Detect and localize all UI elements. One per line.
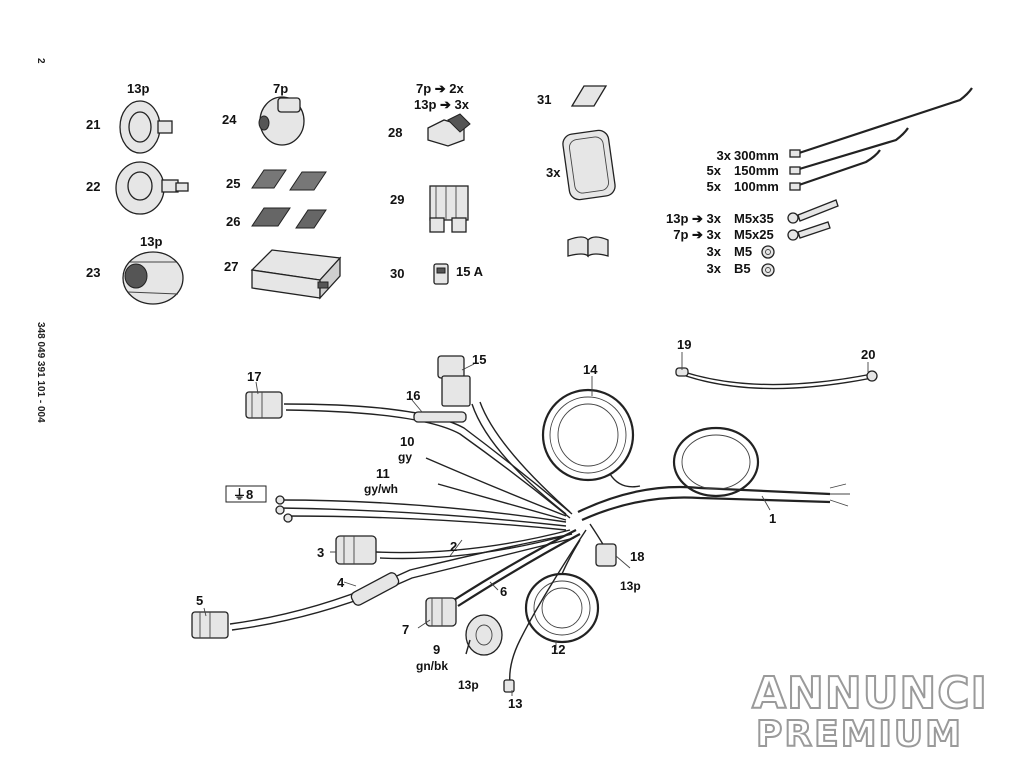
label-10-color: gy (398, 450, 412, 464)
hardware-spec: 300mm (734, 148, 779, 163)
hardware-qty: 7p ➔ 3x (673, 227, 722, 242)
sleeve-16 (413, 411, 467, 423)
hardware-spec: M5 (734, 244, 752, 259)
watermark-line-1: ANNUNCI (752, 668, 988, 719)
label-7: 7 (402, 622, 409, 637)
svg-text:⏚: ⏚ (233, 487, 246, 502)
document-number: 348 049 391 101 - 004 (35, 322, 46, 423)
label-22: 22 (86, 179, 100, 194)
connector-18 (595, 543, 617, 567)
connector-15 (437, 355, 471, 407)
hardware-spec: M5x35 (734, 211, 774, 226)
control-module-27 (250, 249, 342, 300)
label-21-type: 13p (127, 81, 149, 96)
label-28: 28 (388, 125, 402, 140)
hardware-qty: 3x (717, 148, 732, 163)
label-29: 29 (390, 192, 404, 207)
label-9-type: 13p (458, 678, 479, 692)
label-9-color: gn/bk (416, 659, 448, 673)
socket-21 (119, 100, 173, 154)
hardware-list: 3x 300mm 5x 150mm 5x 100mm 13p ➔ 3x M5x3… (666, 148, 779, 276)
label-24-type: 7p (273, 81, 288, 96)
label-11-color: gy/wh (364, 482, 398, 496)
hardware-qty: 5x (707, 163, 722, 178)
label-20: 20 (861, 347, 875, 362)
label-8: 8 (246, 487, 253, 502)
connector-5 (191, 611, 229, 639)
connector-3 (335, 535, 377, 565)
leader-lines (203, 352, 869, 696)
label-8-group: ⏚ 8 (225, 485, 267, 503)
label-2: 2 (450, 539, 457, 554)
hardware-qty: 5x (707, 179, 722, 194)
label-24: 24 (222, 112, 237, 127)
adhesive-pad (562, 129, 616, 201)
label-19: 19 (677, 337, 691, 352)
wiring-harness (191, 355, 878, 693)
label-sticker-31 (570, 85, 608, 107)
hardware-spec: M5x25 (734, 227, 774, 242)
hardware-qty: 13p ➔ 3x (666, 211, 722, 226)
gasket-26 (251, 207, 327, 229)
pad-quantity: 3x (546, 165, 561, 180)
terminal-13 (503, 679, 515, 693)
label-23-type: 13p (140, 234, 162, 249)
hardware-spec: 100mm (734, 179, 779, 194)
label-30-rating: 15 A (456, 264, 484, 279)
label-4: 4 (337, 575, 345, 590)
connector-17 (245, 391, 283, 419)
label-5: 5 (196, 593, 203, 608)
hardware-spec: B5 (734, 261, 751, 276)
label-28-line2: 13p ➔ 3x (414, 97, 470, 112)
ground-wire-19-20 (675, 367, 878, 390)
screws (787, 199, 839, 241)
label-31: 31 (537, 92, 551, 107)
label-21: 21 (86, 117, 100, 132)
manual-book-icon (567, 236, 609, 258)
label-1: 1 (769, 511, 776, 526)
nut-and-washer (761, 245, 775, 277)
sleeve-4 (350, 572, 400, 606)
label-17: 17 (247, 369, 261, 384)
label-11: 11 (376, 466, 390, 481)
connector-7 (425, 597, 457, 627)
label-15: 15 (472, 352, 486, 367)
page-number: 2 (35, 58, 46, 64)
label-23: 23 (86, 265, 100, 280)
label-26: 26 (226, 214, 240, 229)
label-16: 16 (406, 388, 420, 403)
label-30: 30 (390, 266, 404, 281)
label-25: 25 (226, 176, 240, 191)
relay-holder-29 (429, 185, 469, 233)
gasket-25 (251, 169, 327, 191)
watermark-line-2: PREMIUM (756, 714, 963, 755)
fuse-30 (433, 263, 449, 285)
label-12: 12 (551, 642, 565, 657)
label-9: 9 (433, 642, 440, 657)
hardware-qty: 3x (707, 261, 722, 276)
hardware-spec: 150mm (734, 163, 779, 178)
socket-23 (122, 251, 184, 305)
socket-22 (115, 161, 189, 215)
label-10: 10 (400, 434, 414, 449)
label-27: 27 (224, 259, 238, 274)
label-28-line1: 7p ➔ 2x (416, 81, 465, 96)
watermark-logo: ANNUNCI PREMIUM (751, 667, 988, 756)
label-18-type: 13p (620, 579, 641, 593)
label-6: 6 (500, 584, 507, 599)
label-14: 14 (583, 362, 598, 377)
label-18: 18 (630, 549, 644, 564)
socket-24 (258, 96, 305, 146)
label-13: 13 (508, 696, 522, 711)
cable-ties (789, 87, 973, 191)
relay-28 (427, 113, 471, 147)
label-3: 3 (317, 545, 324, 560)
hardware-qty: 3x (707, 244, 722, 259)
